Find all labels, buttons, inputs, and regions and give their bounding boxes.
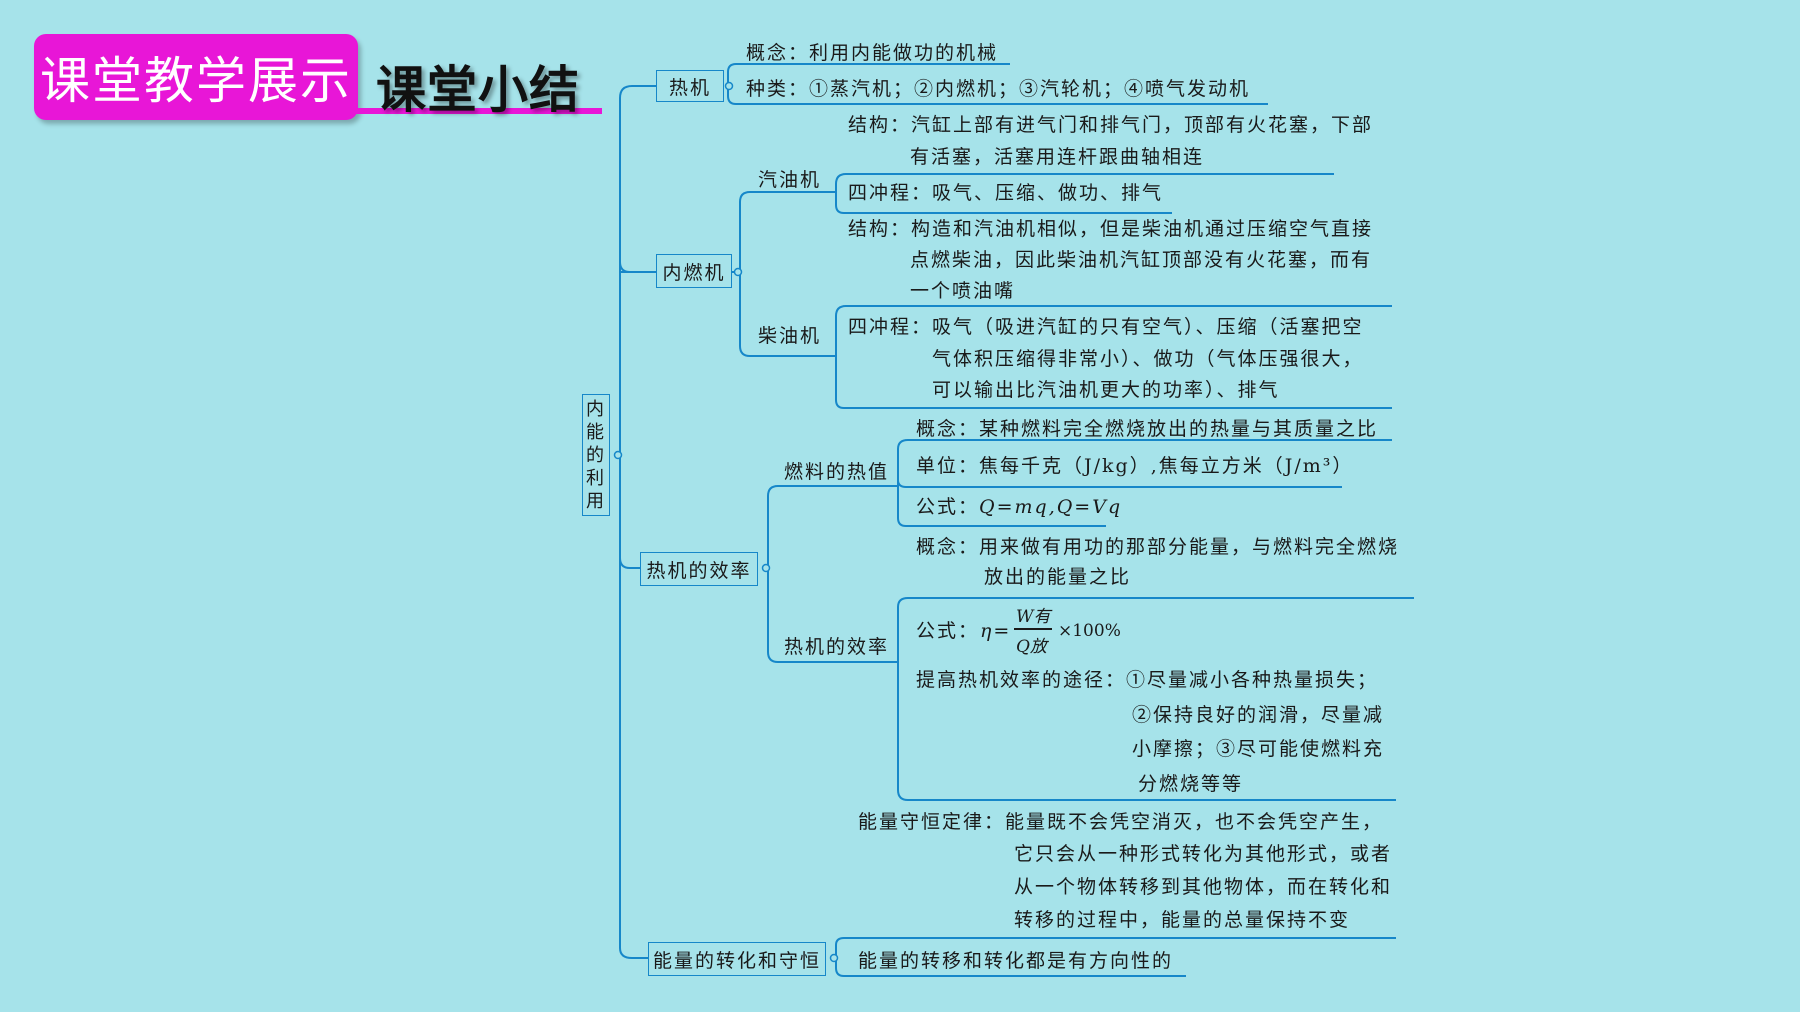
conservation-2: 它只会从一种形式转化为其他形式，或者 (1014, 843, 1393, 865)
root-char: 内 (586, 398, 606, 420)
heat-value-label[interactable]: 燃料的热值 (784, 461, 890, 483)
energy-direction: 能量的转移和转化都是有方向性的 (858, 950, 1174, 972)
hv-formula-prefix: 公式： (916, 496, 980, 518)
gasoline-label[interactable]: 汽油机 (758, 169, 822, 191)
branch-heat-value (762, 485, 898, 569)
branch-efficiency (619, 455, 640, 569)
line-hv-formula (897, 486, 1106, 527)
root-char: 的 (586, 444, 606, 466)
diesel-strokes-2: 气体积压缩得非常小）、做功（气体压强很大， (932, 348, 1364, 370)
branch-energy (619, 455, 648, 959)
node-energy[interactable]: 能量的转化和守恒 (648, 942, 826, 976)
line-heat-types (727, 86, 1268, 105)
node-efficiency[interactable]: 热机的效率 (640, 552, 758, 586)
node-heat-engine[interactable]: 热机 (656, 70, 724, 102)
header-badge: 课堂教学展示 (34, 34, 358, 120)
engine-eff-label[interactable]: 热机的效率 (784, 636, 890, 658)
ee-concept-2: 放出的能量之比 (984, 566, 1132, 588)
ee-improve-2: ②保持良好的润滑，尽量减 (1132, 704, 1385, 726)
hv-formula: 公式：Q=mq,Q=Vq (916, 496, 1122, 518)
branch-gasoline (732, 191, 836, 273)
diesel-strokes-3: 可以输出比汽油机更大的功率）、排气 (932, 379, 1280, 401)
diesel-structure-2: 点燃柴油，因此柴油机汽缸顶部没有火花塞，而有 (910, 249, 1373, 271)
ee-concept-1: 概念：用来做有用功的那部分能量，与燃料完全燃烧 (916, 536, 1400, 558)
heat-types: 种类：①蒸汽机；②内燃机；③汽轮机；④喷气发动机 (746, 78, 1251, 100)
root-node[interactable]: 内 能 的 利 用 (582, 394, 610, 516)
hv-concept: 概念：某种燃料完全燃烧放出的热量与其质量之比 (916, 418, 1379, 440)
ee-fraction-bar (1014, 628, 1052, 630)
root-char: 能 (586, 421, 606, 443)
ee-formula-prefix: 公式： (916, 620, 980, 642)
diesel-structure-1: 结构：构造和汽油机相似，但是柴油机通过压缩空气直接 (848, 218, 1374, 240)
ee-improve-1: 提高热机效率的途径：①尽量减小各种热量损失； (916, 669, 1379, 691)
line-ee-improve (897, 662, 1396, 801)
branch-diesel (739, 272, 836, 357)
heat-concept: 概念：利用内能做功的机械 (746, 42, 999, 64)
line-gas-strokes (835, 192, 1172, 214)
line-hv-unit (897, 479, 1342, 488)
line-diesel-strokes (835, 356, 1392, 409)
ee-formula-times: ×100% (1058, 621, 1121, 641)
ee-improve-3: 小摩擦；③尽可能使燃料充 (1132, 738, 1385, 760)
branch-engine-eff (767, 568, 898, 663)
gas-structure-1: 结构：汽缸上部有进气门和排气门，顶部有火花塞，下部 (848, 114, 1374, 136)
diesel-structure-3: 一个喷油嘴 (910, 280, 1016, 302)
ee-denominator: Q放 (1016, 637, 1047, 657)
root-char: 用 (586, 490, 606, 512)
header-subtitle: 课堂小结 (376, 61, 580, 119)
ee-improve-4: 分燃烧等等 (1138, 773, 1244, 795)
gas-structure-2: 有活塞，活塞用连杆跟曲轴相连 (910, 146, 1205, 168)
ee-numerator: W有 (1016, 607, 1051, 627)
conservation-1: 能量守恒定律：能量既不会凭空消灭，也不会凭空产生， (858, 811, 1384, 833)
ee-formula-eta: η= (980, 620, 1012, 642)
line-heat-concept (727, 63, 1010, 86)
diesel-label[interactable]: 柴油机 (758, 325, 822, 347)
diesel-strokes-1: 四冲程：吸气（吸进汽缸的只有空气）、压缩（活塞把空 (848, 316, 1364, 338)
joint-root (613, 450, 623, 460)
branch-heat-engine (614, 85, 656, 456)
line-conservation (830, 937, 1396, 959)
conservation-4: 转移的过程中，能量的总量保持不变 (1014, 909, 1351, 931)
node-ice[interactable]: 内燃机 (656, 254, 732, 288)
hv-formula-expr: Q=mq,Q=Vq (979, 496, 1123, 518)
line-diesel-structure (835, 305, 1392, 356)
header-underline (340, 108, 602, 114)
line-gas-structure (835, 173, 1334, 192)
hv-unit: 单位：焦每千克（J/kg）,焦每立方米（J/m³） (916, 455, 1354, 477)
branch-ice (619, 261, 656, 455)
gas-strokes: 四冲程：吸气、压缩、做功、排气 (848, 182, 1164, 204)
line-direction (835, 958, 1186, 977)
root-char: 利 (586, 467, 606, 489)
line-ee-concept (897, 597, 1414, 662)
conservation-3: 从一个物体转移到其他物体，而在转化和 (1014, 876, 1393, 898)
line-hv-concept (897, 439, 1392, 486)
